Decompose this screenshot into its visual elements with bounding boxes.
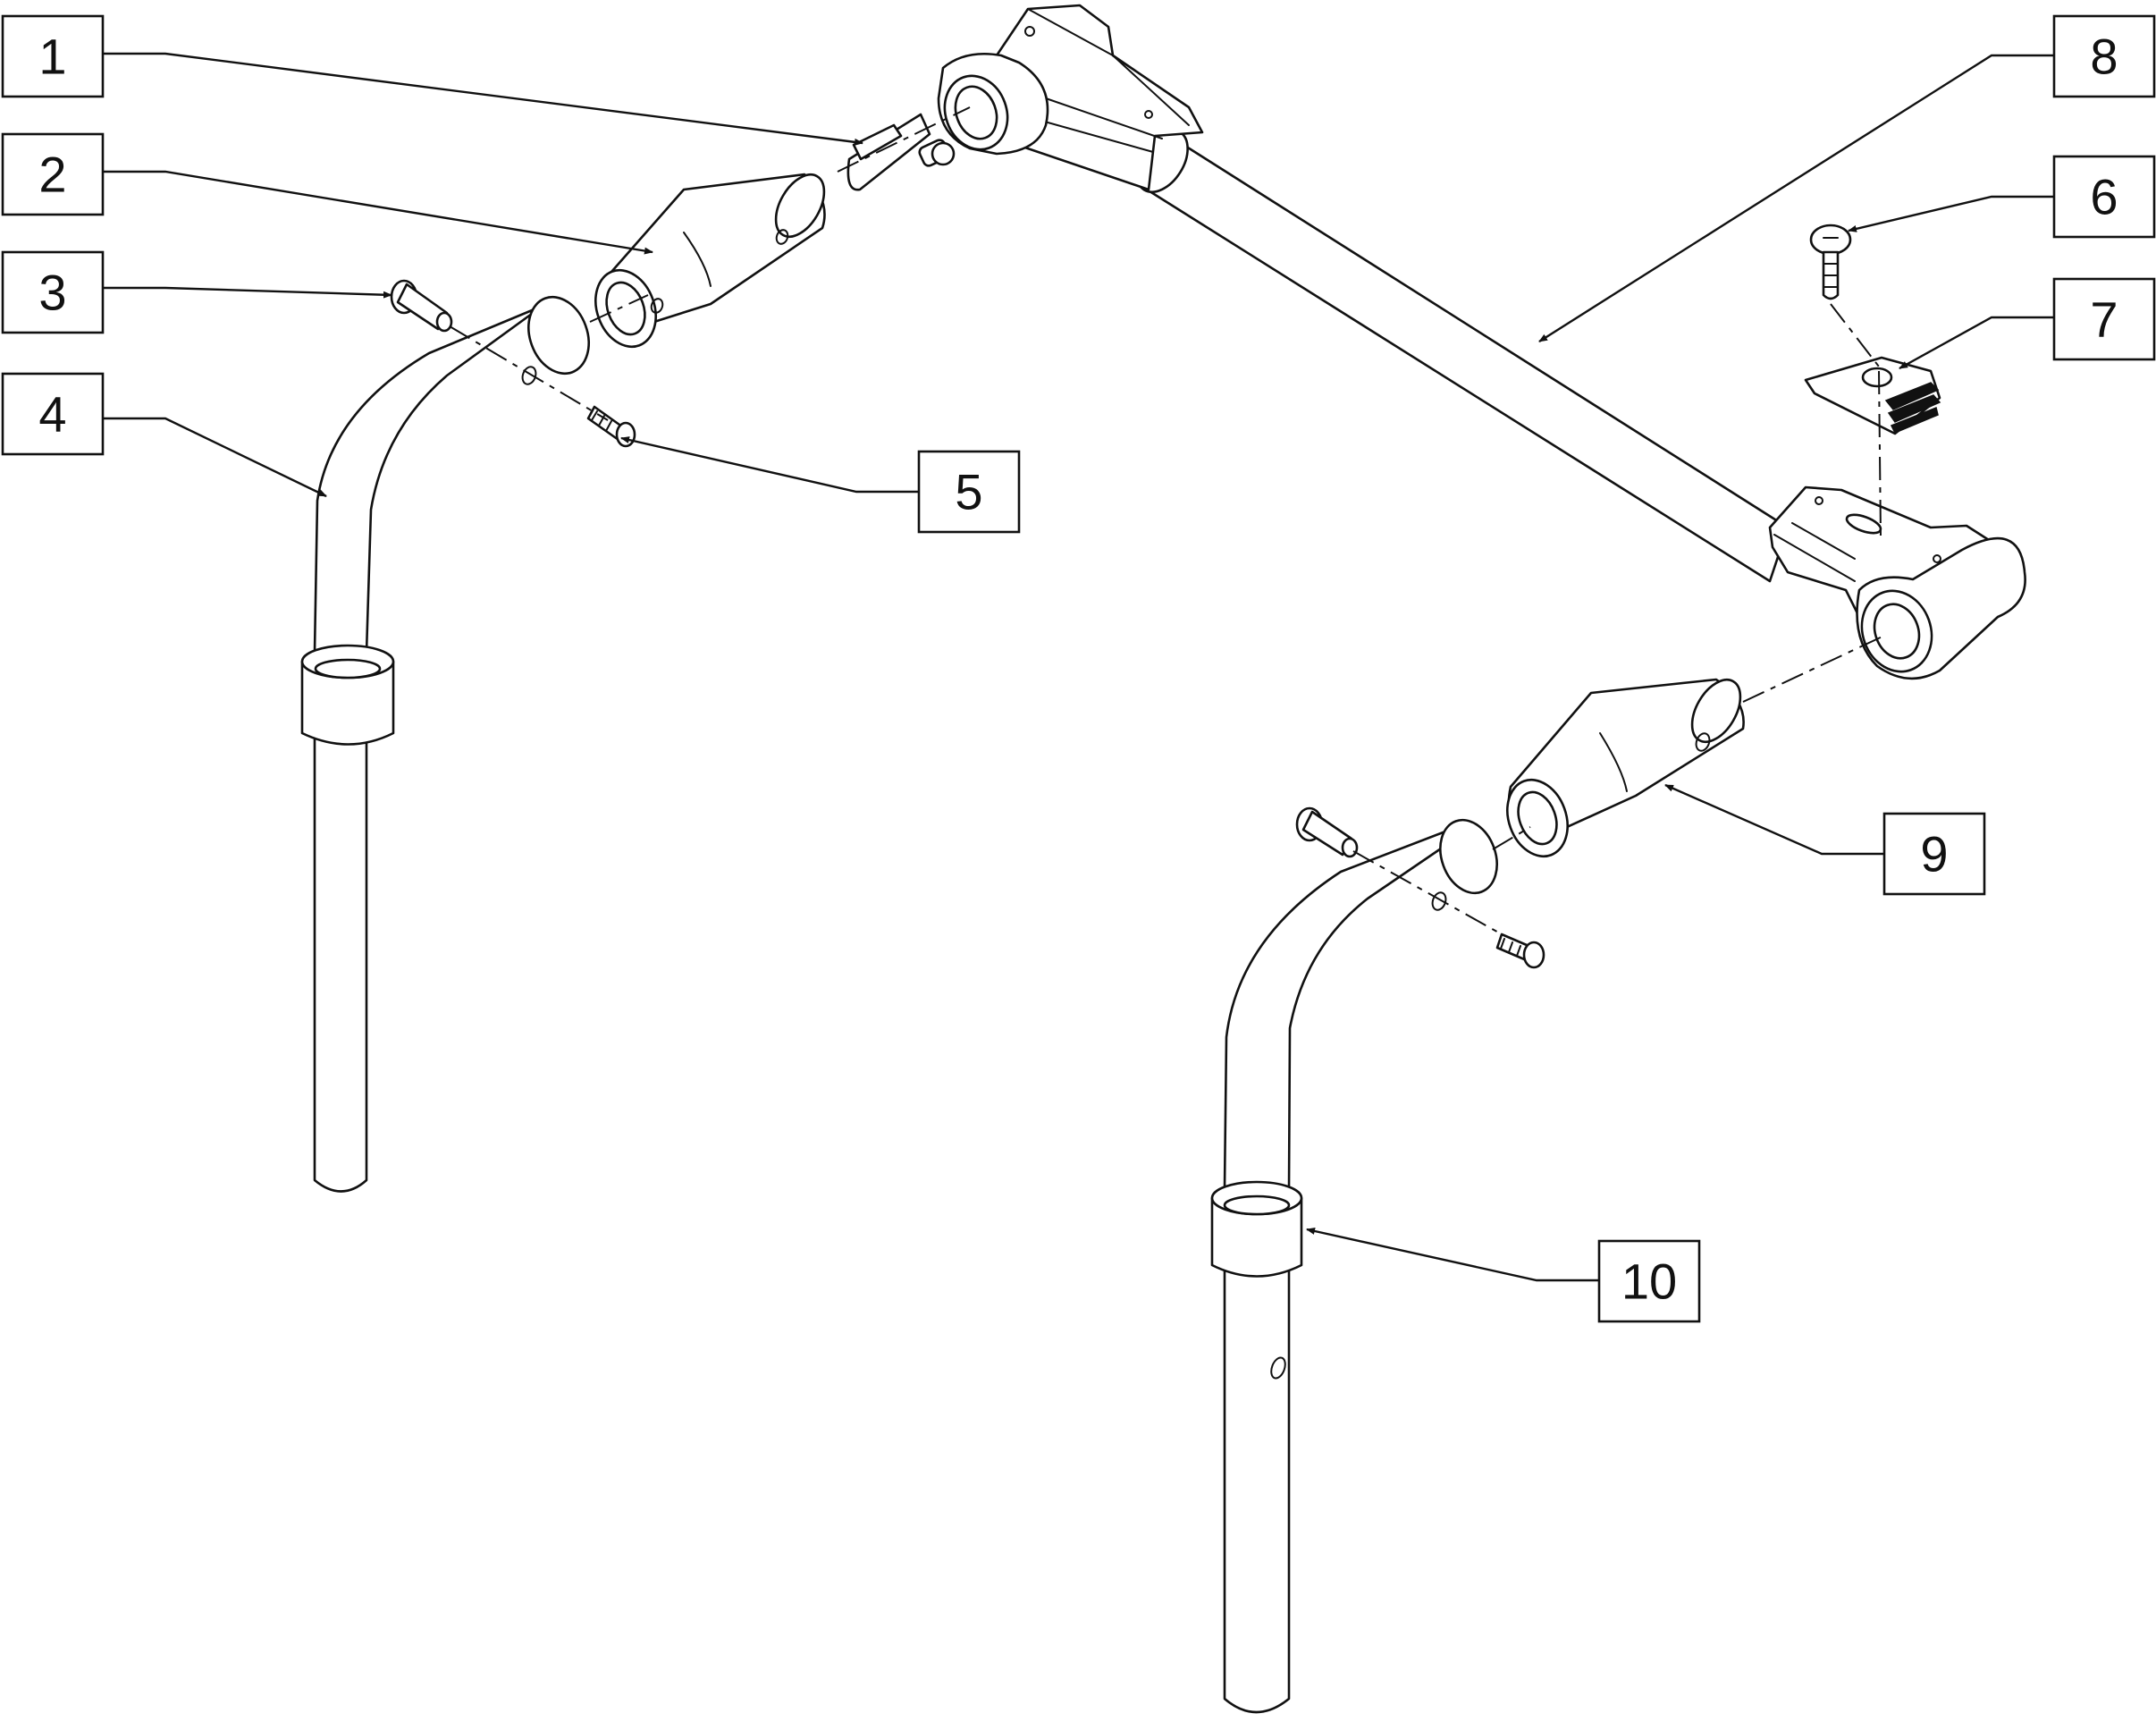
- callout-5: 5: [917, 450, 1021, 534]
- assembly-centerlines: [449, 106, 1887, 935]
- lever-pin: [846, 113, 956, 191]
- leader-10: [1306, 1228, 1599, 1282]
- leader-5: [620, 436, 919, 494]
- leader-1: [103, 52, 863, 146]
- callout-label-7: 7: [2090, 291, 2118, 348]
- socket-insert-right: [1506, 678, 1745, 858]
- leader-2: [103, 170, 653, 255]
- callout-8: 8: [2052, 14, 2156, 98]
- callout-2: 2: [1, 132, 105, 216]
- callout-label-4: 4: [38, 386, 66, 443]
- clamp-block: [1804, 356, 1941, 435]
- leader-6: [1848, 195, 2054, 232]
- leader-3: [103, 286, 392, 299]
- slot-hole: [1845, 513, 1882, 535]
- callout-label-1: 1: [38, 29, 66, 85]
- screw-3: [390, 279, 453, 333]
- callout-9: 9: [1882, 812, 1986, 896]
- callout-label-3: 3: [38, 265, 66, 321]
- screw-9-tapping: [1495, 933, 1545, 969]
- callout-1: 1: [1, 14, 105, 98]
- callout-label-10: 10: [1621, 1254, 1677, 1310]
- crossbar-assembly: [937, 4, 2026, 680]
- leader-8: [1538, 54, 2054, 343]
- bent-tube-left: [300, 295, 590, 1193]
- callout-6: 6: [2052, 155, 2156, 239]
- callout-label-6: 6: [2090, 169, 2118, 225]
- leader-7: [1899, 316, 2054, 370]
- callout-3: 3: [1, 250, 105, 334]
- callout-label-9: 9: [1920, 826, 1948, 882]
- callout-7: 7: [2052, 277, 2156, 361]
- leader-9: [1664, 783, 1884, 856]
- bent-tube-right: [1210, 818, 1498, 1714]
- socket-insert-left: [594, 173, 826, 349]
- callout-label-8: 8: [2090, 29, 2118, 85]
- leader-lines: [103, 52, 2054, 1282]
- leader-4: [103, 417, 327, 498]
- callout-label-2: 2: [38, 147, 66, 203]
- callout-10: 10: [1597, 1239, 1701, 1323]
- crossbar-tube: [1145, 131, 1790, 583]
- screw-9-pin: [1295, 806, 1359, 858]
- callout-label-5: 5: [955, 464, 982, 520]
- callout-4: 4: [1, 372, 105, 456]
- screw-6: [1809, 224, 1852, 300]
